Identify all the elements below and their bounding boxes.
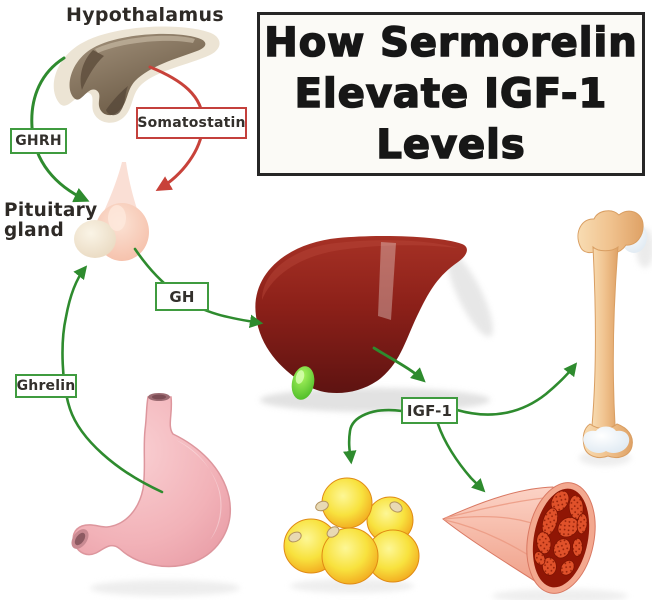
ghrelin-label-box: Ghrelin bbox=[15, 374, 77, 398]
bone-illustration bbox=[577, 210, 652, 466]
liver-illustration bbox=[255, 236, 493, 412]
hypothalamus-label: Hypothalamus bbox=[66, 4, 224, 26]
fat-cells-illustration bbox=[283, 477, 420, 593]
title-line-3: Levels bbox=[376, 121, 526, 169]
arrow-igf1-to-bone bbox=[455, 362, 578, 416]
arrow-igf1-to-muscle bbox=[436, 422, 486, 493]
arrow-ghrh-to-pituitary bbox=[30, 56, 90, 203]
title-line-2: Elevate IGF-1 bbox=[294, 70, 608, 118]
gh-label-box: GH bbox=[155, 282, 209, 311]
igf1-label-box: IGF-1 bbox=[401, 397, 458, 424]
pituitary-gland-illustration bbox=[74, 162, 149, 261]
title-line-1: How Sermorelin bbox=[263, 19, 638, 67]
somatostatin-label-box: Somatostatin bbox=[136, 107, 247, 139]
title-box: How Sermorelin Elevate IGF-1 Levels bbox=[257, 12, 645, 176]
arrow-igf1-to-fat bbox=[343, 408, 404, 465]
arrow-liver-to-igf1 bbox=[372, 346, 426, 383]
pituitary-gland-label: Pituitary gland bbox=[4, 200, 98, 241]
hypothalamus-illustration bbox=[53, 26, 220, 123]
muscle-illustration bbox=[442, 482, 628, 600]
stomach-illustration bbox=[71, 393, 240, 596]
ghrh-label-box: GHRH bbox=[10, 128, 67, 154]
